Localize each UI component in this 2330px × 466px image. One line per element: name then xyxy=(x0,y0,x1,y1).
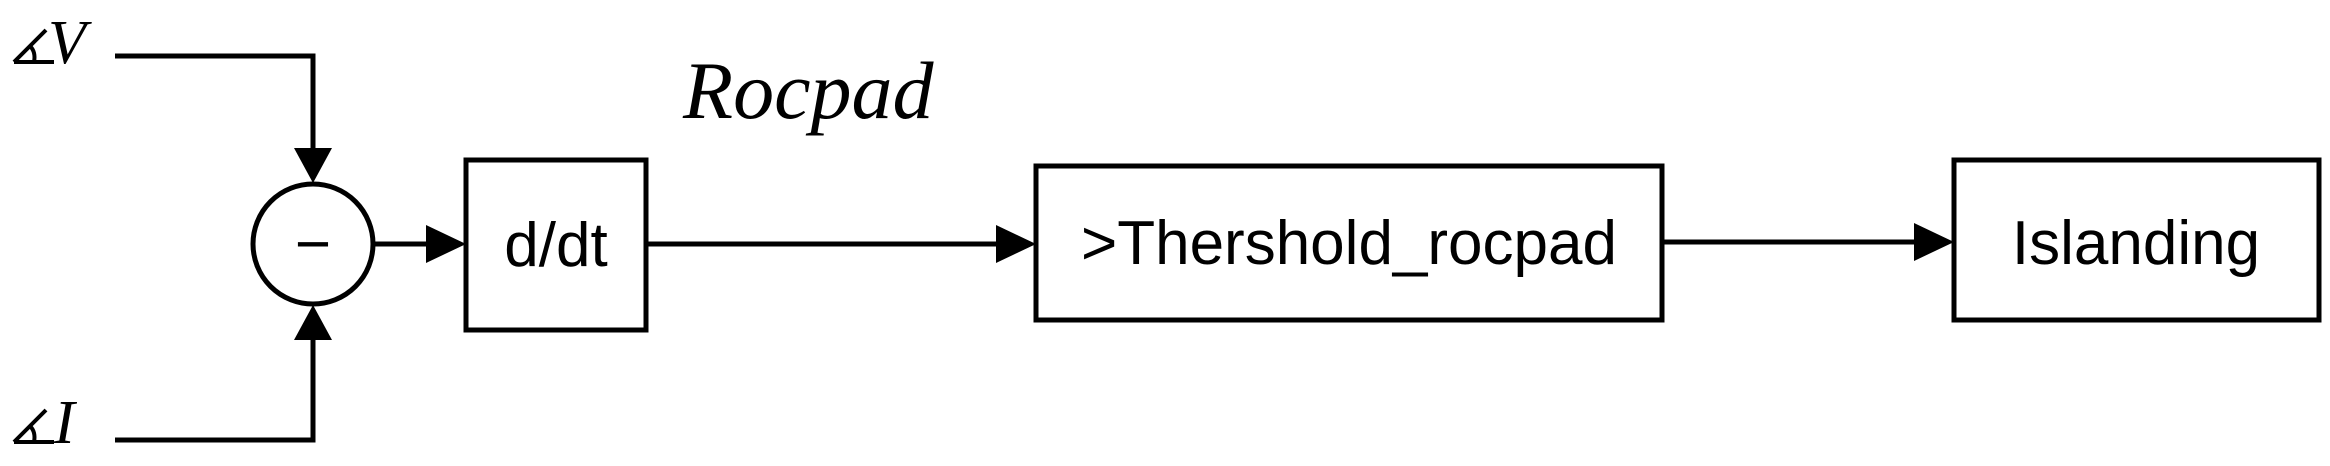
angle-symbol-icon xyxy=(12,408,54,444)
input-voltage-angle: V xyxy=(12,9,92,77)
angle-symbol-icon xyxy=(12,28,54,64)
arrow-into-output xyxy=(1914,223,1954,261)
diagram-title: Rocpad xyxy=(682,45,934,136)
derivative-block-label: d/dt xyxy=(504,211,607,280)
arrow-into-derivative xyxy=(426,225,466,263)
summing-junction-sign: − xyxy=(295,210,331,279)
output-block-label: Islanding xyxy=(2012,209,2260,278)
threshold-block: >Thershold_rocpad xyxy=(1033,163,1665,323)
derivative-block: d/dt xyxy=(463,157,649,333)
wire-current-to-junction xyxy=(115,340,316,443)
summing-junction: − xyxy=(250,181,376,307)
threshold-block-label: >Thershold_rocpad xyxy=(1081,209,1617,278)
output-block: Islanding xyxy=(1951,157,2322,323)
arrow-into-threshold xyxy=(996,225,1036,263)
input-current-label: I xyxy=(53,389,78,457)
arrow-into-junction-top xyxy=(294,148,332,183)
input-voltage-label: V xyxy=(48,9,92,77)
wire-voltage-to-junction xyxy=(115,53,316,148)
input-current-angle: I xyxy=(12,389,78,457)
arrow-into-junction-bottom xyxy=(294,305,332,340)
